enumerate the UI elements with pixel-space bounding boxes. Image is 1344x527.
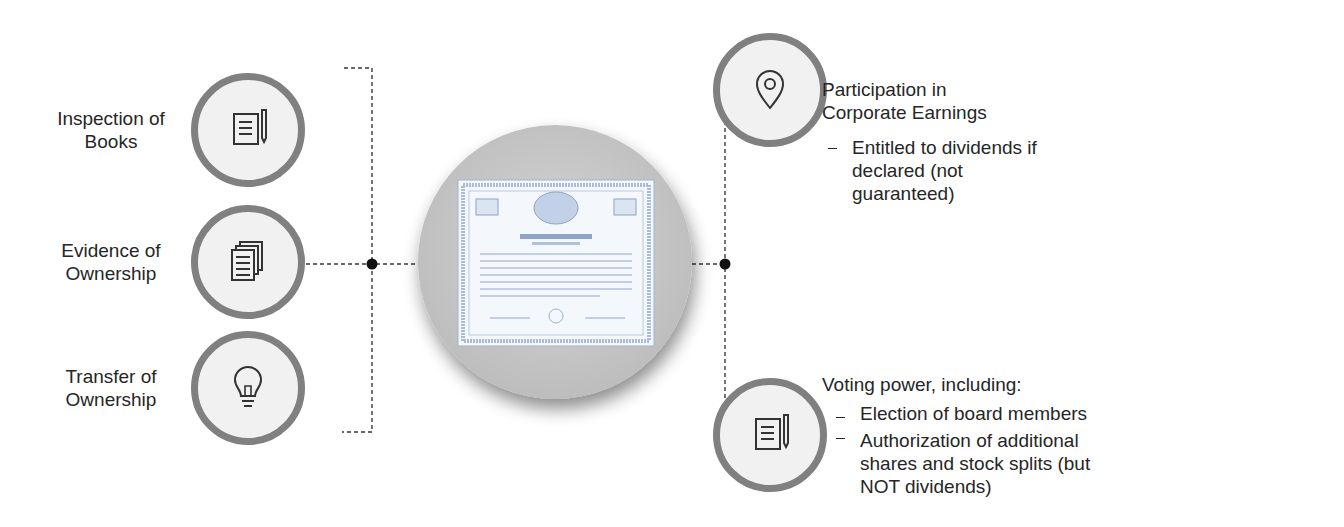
icon-circle-node: Evidence of Ownership — [191, 205, 305, 319]
icon-circle-node: Inspection of Books — [191, 73, 305, 187]
icon — [198, 80, 298, 180]
junction-dot — [720, 259, 731, 270]
bullet-dash — [828, 148, 837, 149]
icon-circle-node: Participation in Corporate EarningsEntit… — [713, 33, 827, 147]
bullet-text: Authorization of additional shares and s… — [860, 429, 1110, 498]
icon — [198, 338, 298, 438]
node-label: Voting power, including: — [822, 373, 1102, 396]
node-label: Transfer of Ownership — [36, 365, 186, 411]
bullet-text: Election of board members — [860, 402, 1120, 425]
node-label: Participation in Corporate Earnings — [822, 78, 1034, 124]
icon-circle-node: Transfer of Ownership — [191, 331, 305, 445]
icon-circle-node: Voting power, including:Election of boar… — [713, 378, 827, 492]
icon-circle — [191, 331, 305, 445]
icon-circle — [191, 73, 305, 187]
node-label: Evidence of Ownership — [36, 239, 186, 285]
node-label: Inspection of Books — [36, 107, 186, 153]
stock-certificate — [458, 180, 654, 346]
bullet-text: Entitled to dividends if declared (not g… — [852, 136, 1064, 205]
icon — [720, 40, 820, 140]
bullet-dash — [836, 438, 845, 439]
center-circle — [418, 125, 692, 399]
icon-circle — [713, 33, 827, 147]
junction-dot — [367, 259, 378, 270]
icon — [720, 385, 820, 485]
icon — [198, 212, 298, 312]
leader-lines — [306, 68, 760, 440]
bullet-dash — [836, 417, 845, 418]
icon-circle — [191, 205, 305, 319]
icon-circle — [713, 378, 827, 492]
